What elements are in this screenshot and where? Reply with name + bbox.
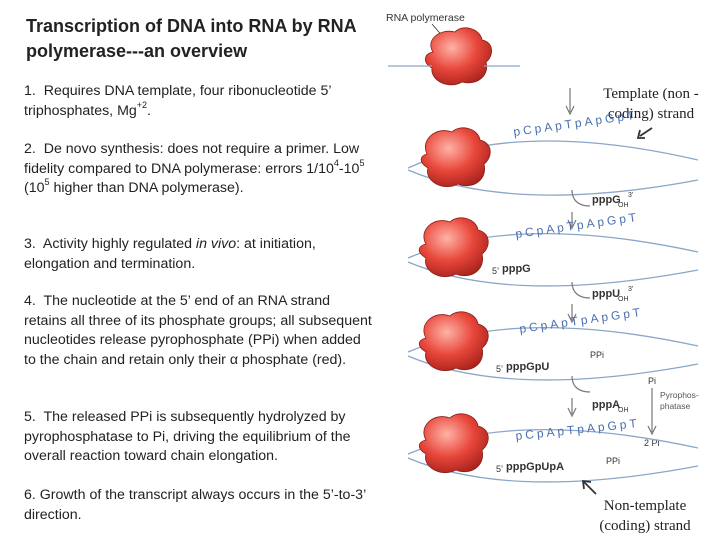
three-prime-2: 3’ <box>628 286 634 293</box>
page-title: Transcription of DNA into RNA by RNA pol… <box>26 16 356 61</box>
nucleotide-pppU: pppU <box>592 288 620 300</box>
template-sequence-1: pCpApTpApGpT <box>512 108 637 139</box>
point-4-text: 4. The nucleotide at the 5’ end of an RN… <box>24 293 372 368</box>
three-prime-1: 3’ <box>628 192 634 199</box>
pyrophosphatase-label-2: phatase <box>660 401 691 411</box>
five-prime-4: 5’ <box>496 464 503 474</box>
polymerase-free <box>424 27 492 86</box>
point-1-text: 1. Requires DNA template, four ribonucle… <box>24 83 332 119</box>
rna-step-4: pppGpUpA <box>506 461 564 473</box>
point-1: 1. Requires DNA template, four ribonucle… <box>24 82 374 121</box>
oh-subscript-3: OH <box>618 407 629 414</box>
template-sequence-4: pCpApTpApGpT <box>515 416 640 443</box>
nucleotide-pppG-1: pppG <box>592 194 621 206</box>
ppi-label-3: PPi <box>590 350 604 360</box>
rna-polymerase-label: RNA polymerase <box>386 12 465 24</box>
step-2: pCpApTpApGpT 5’ pppG <box>407 210 699 287</box>
template-sequence-3: pCpApTpApGpT <box>518 305 643 336</box>
oh-subscript-1: OH <box>618 202 629 209</box>
point-4: 4. The nucleotide at the 5’ end of an RN… <box>24 292 374 370</box>
step-3: pCpApTpApGpT 5’ pppGpU PPi <box>407 305 699 381</box>
nucleotide-pppA: pppA <box>592 399 620 411</box>
two-pi-label: 2 Pi <box>644 438 660 448</box>
point-2-text: 2. De novo synthesis: does not require a… <box>24 141 365 196</box>
nontemplate-strand-label: Non-template (coding) strand <box>599 498 691 534</box>
template-sequence-2: pCpApTpApGpT <box>514 210 639 241</box>
transcription-figure: RNA polymerase pCpApTpApGpT pppG OH 3’ p… <box>386 12 699 495</box>
point-3-text: 3. Activity highly regulated in vivo: at… <box>24 236 316 272</box>
step-1: pCpApTpApGpT <box>407 108 699 196</box>
template-strand-label: Template (non -coding) strand <box>603 86 699 122</box>
rna-step-3: pppGpU <box>506 361 549 373</box>
rna-step-2: pppG <box>502 263 531 275</box>
ppi-label-4: PPi <box>606 456 620 466</box>
point-5: 5. The released PPi is subsequently hydr… <box>24 408 374 467</box>
point-2: 2. De novo synthesis: does not require a… <box>24 140 374 199</box>
point-3: 3. Activity highly regulated in vivo: at… <box>24 235 374 274</box>
five-prime-2: 5’ <box>492 266 499 276</box>
point-5-text: 5. The released PPi is subsequently hydr… <box>24 409 351 464</box>
five-prime-3: 5’ <box>496 364 503 374</box>
pi-label: Pi <box>648 376 656 386</box>
oh-subscript-2: OH <box>618 296 629 303</box>
point-6: 6. Growth of the transcript always occur… <box>24 487 366 523</box>
pyrophosphatase-label-1: Pyrophos- <box>660 390 699 400</box>
